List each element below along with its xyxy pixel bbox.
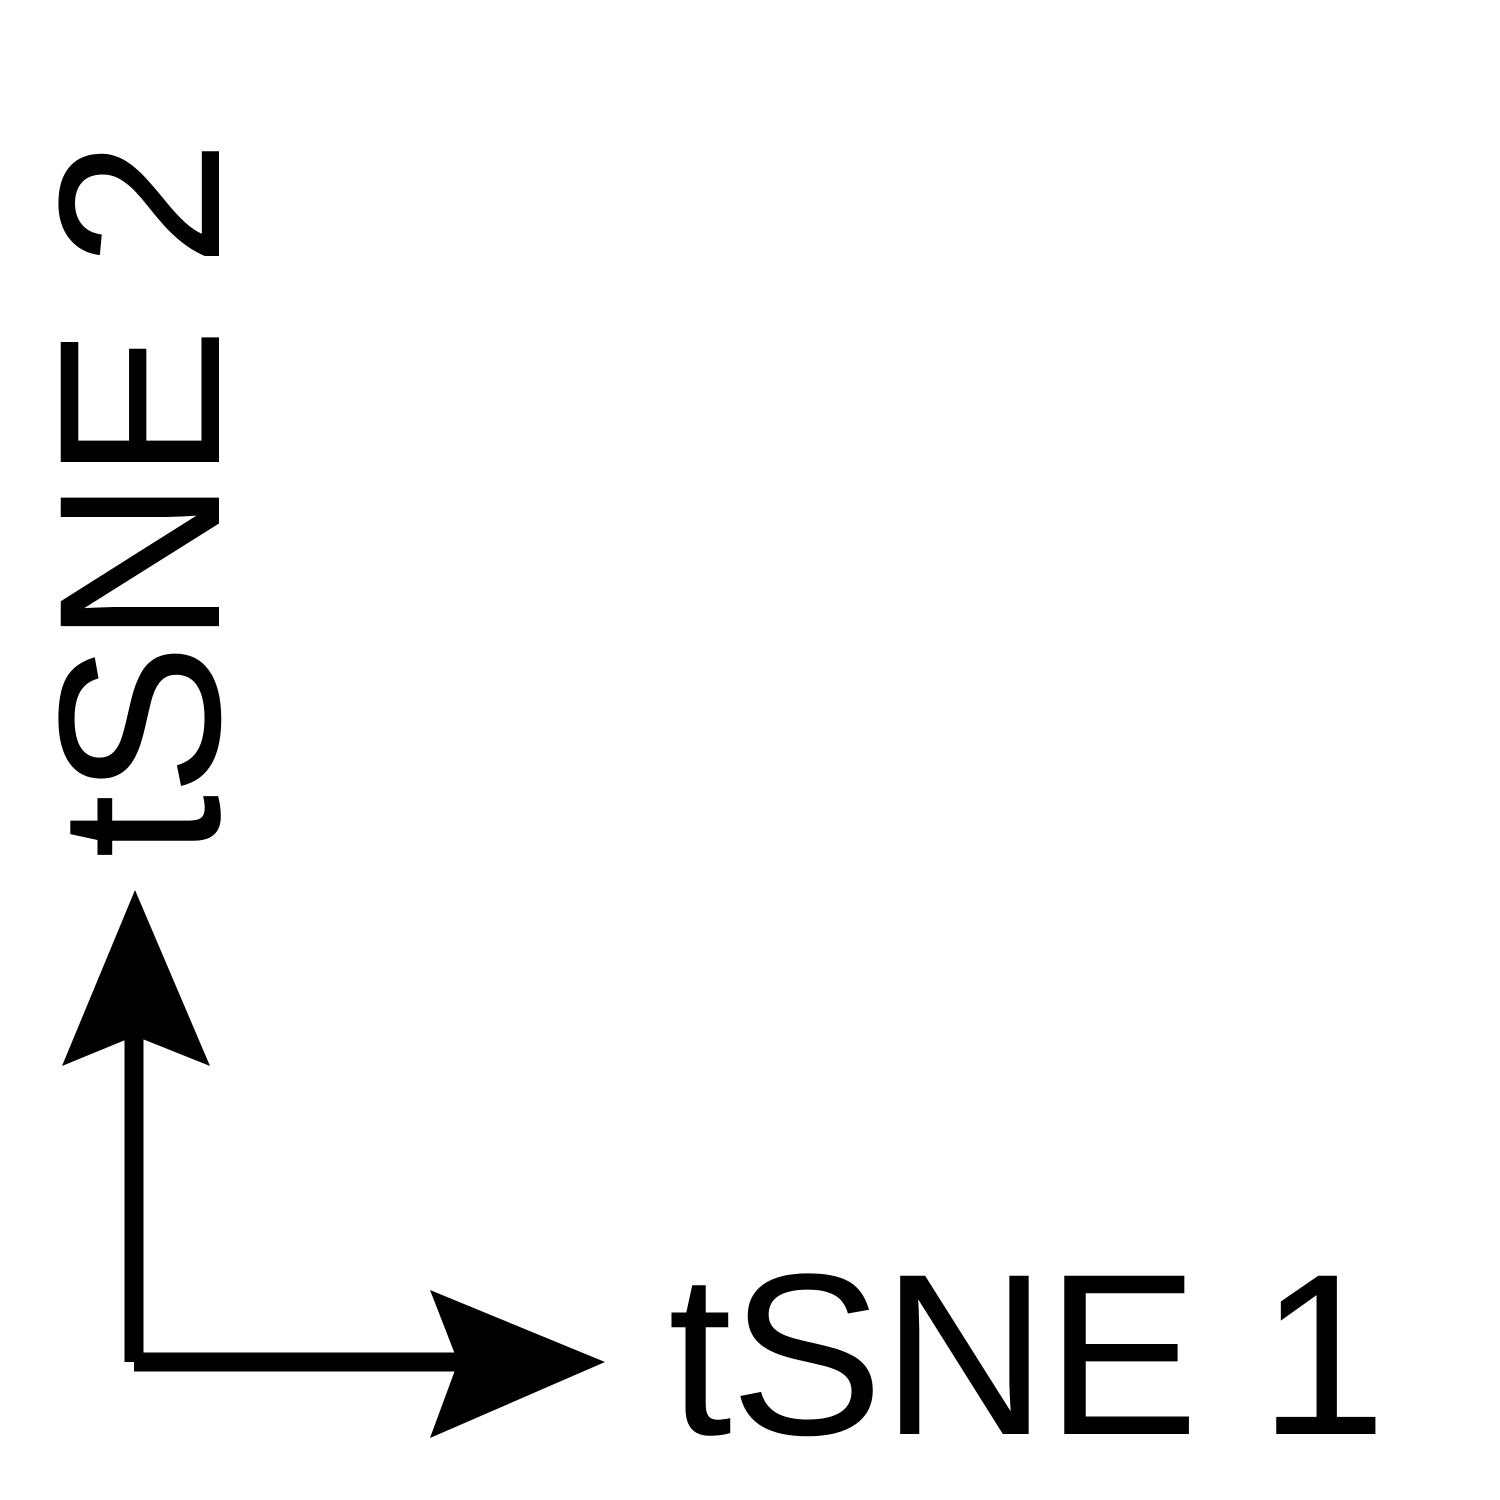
y-axis-label: tSNE 2 xyxy=(11,141,268,859)
y-axis-arrowhead xyxy=(62,890,210,1066)
x-axis-label: tSNE 1 xyxy=(668,1226,1387,1483)
x-axis-arrowhead xyxy=(430,1290,605,1438)
